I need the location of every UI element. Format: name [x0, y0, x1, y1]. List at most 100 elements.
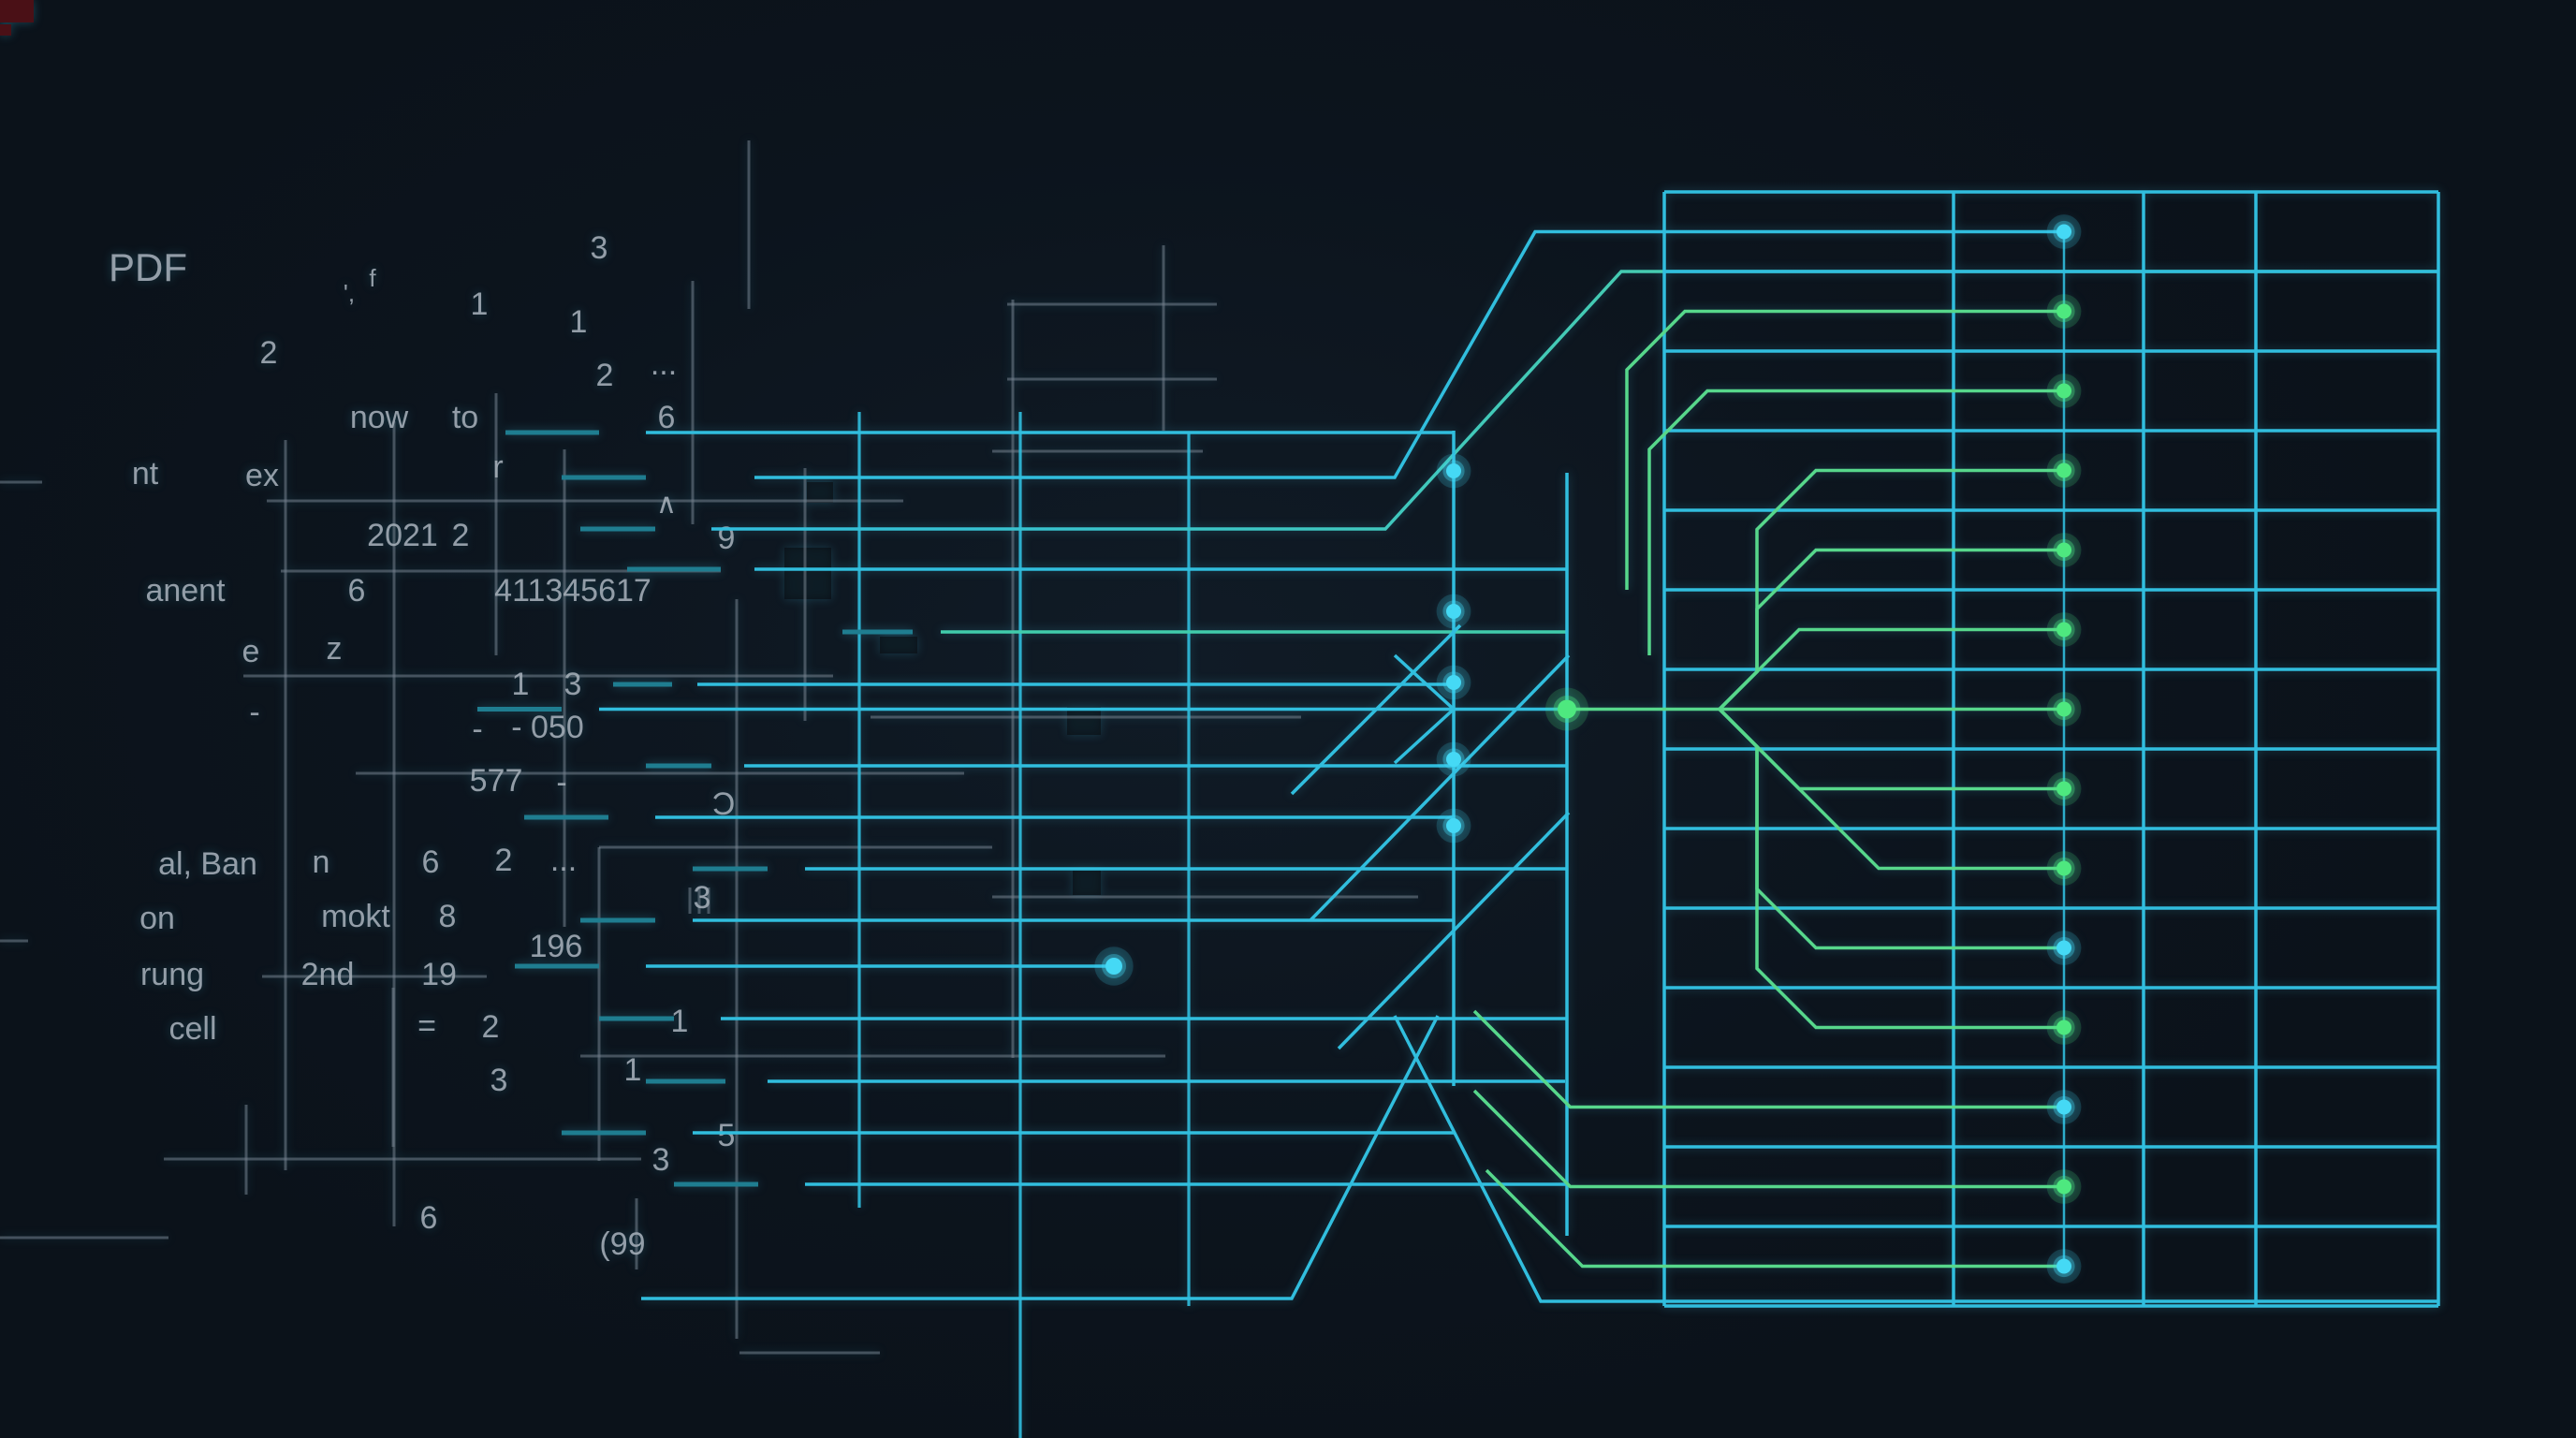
pdf-text-fragment: on [139, 901, 175, 936]
pdf-text-fragment: ∧ [656, 489, 677, 520]
funnel-path [711, 270, 2438, 531]
grid-anchor-dot [2056, 542, 2071, 558]
pdf-text-fragment: 5 [718, 1118, 736, 1153]
ink-smudge [784, 548, 831, 599]
glow-dots [1094, 214, 2082, 1284]
pdf-text-fragment: mokt [321, 899, 390, 934]
pdf-text-fragment: = [417, 1008, 436, 1044]
pdf-text-fragment: (99 [599, 1226, 645, 1262]
pdf-text-fragment: 1 [512, 667, 530, 702]
pdf-text-fragment: 3 [490, 1063, 508, 1098]
source-node-dot [1558, 699, 1576, 719]
pdf-text-fragment: r [492, 449, 503, 485]
pdf-text-fragment: al, Ban [158, 846, 257, 882]
pdf-text-fragment: - 050 [511, 710, 584, 745]
pdf-text-fragment: ... [550, 843, 577, 878]
row-feed-line [1718, 708, 2064, 1030]
fan-feed-lines [754, 229, 2064, 1269]
pdf-text-fragment: 3 [652, 1142, 670, 1178]
table-grid [1662, 190, 2440, 1308]
pdf-text-fragment: e [242, 634, 260, 669]
funnel-path [1393, 653, 1456, 711]
pdf-text-fragment: 3 [591, 230, 608, 266]
pdf-text-fragment: now [350, 400, 409, 435]
grid-anchor-dot [2056, 1020, 2071, 1035]
pdf-text-fragment: 3 [564, 667, 582, 702]
funnel-path [1309, 653, 1571, 922]
funnel-path [1337, 811, 1571, 1050]
pdf-text-fragment: 2 [482, 1009, 500, 1045]
ink-smudge [880, 637, 917, 653]
pdf-text-fragment: cell [168, 1011, 216, 1047]
collector-dot [1446, 675, 1461, 690]
collector-dot [1446, 752, 1461, 767]
pdf-text-fragment: 2021 [367, 518, 438, 553]
pdf-text-fragment: - [249, 695, 259, 730]
grid-anchor-dot [2056, 781, 2071, 797]
pdf-text-fragment: 196 [530, 929, 583, 964]
pdf-text-fragment: 6 [420, 1200, 438, 1236]
funnel-path [1393, 708, 1456, 765]
pdf-text-fragment: z [327, 631, 343, 667]
scan-line-bundle [477, 412, 1567, 1438]
collector-dot [1446, 604, 1461, 619]
row-feed-line [1625, 309, 2064, 590]
pdf-text-fragment: to [452, 400, 478, 435]
row-feed-line [1718, 627, 2064, 711]
pdf-text-fragment: 1 [570, 304, 588, 340]
pdf-text-fragment: 411345617 [494, 573, 651, 609]
pdf-text-fragment: f [369, 264, 376, 292]
pdf-text-fragment: 9 [718, 521, 736, 556]
pdf-text-fragment: 2 [495, 843, 513, 878]
grid-anchor-dot [2056, 303, 2071, 319]
pdf-text-fragment: nt [132, 456, 159, 492]
pdf-text-fragment: rung [140, 957, 204, 992]
grid-anchor-dot [2056, 1179, 2071, 1195]
row-feed-line [1718, 708, 2064, 871]
ink-smudge [807, 482, 833, 503]
pdf-text-fragment: 6 [422, 844, 440, 880]
pdf-text-fragment: 2nd [301, 957, 355, 992]
row-feed-line [1472, 1009, 2064, 1109]
pdf-text-fragment: 8 [439, 899, 457, 934]
pdf-text-fragment: 2 [260, 335, 278, 371]
red-corner-mark [0, 24, 11, 36]
grid-anchor-dot [2056, 383, 2071, 399]
grid-anchor-dot [2056, 860, 2071, 876]
ink-smudge [1067, 707, 1101, 735]
pdf-text-fragment: ... [651, 346, 677, 382]
pdf-text-fragment: 2 [596, 358, 614, 393]
pdf-text-fragment: - [472, 712, 482, 747]
grid-anchor-dot [2056, 1258, 2071, 1274]
row-feed-line [1647, 389, 2064, 655]
pdf-text-fragment: 6 [658, 400, 676, 435]
funnel-path [1290, 624, 1462, 796]
pdf-text-fragment: - [556, 765, 566, 800]
red-corner-mark [0, 0, 34, 22]
pdf-text-fragment: ex [245, 458, 279, 493]
pdf-text-fragment: PDF [109, 245, 187, 289]
pdf-text-fragment: 6 [348, 573, 366, 609]
funnel-path [1393, 1015, 2438, 1303]
collector-dot [1446, 463, 1461, 478]
pdf-text-fragment: 1 [671, 1004, 689, 1039]
pdf-text-fragment: ', [344, 279, 355, 307]
pdf-text-fragment: 3 [694, 880, 711, 916]
grid-anchor-dot [2056, 1099, 2071, 1115]
row-feed-line [1472, 1089, 2064, 1189]
pdf-text-fragment: 1 [471, 286, 489, 322]
collector-dot [1446, 818, 1461, 833]
pdf-text-fragment: 19 [421, 957, 457, 992]
row-feed-line [1485, 1168, 2064, 1269]
corner-artifact [0, 0, 34, 36]
funnel-path [641, 1015, 1440, 1300]
pdf-text-fragment: 577 [470, 763, 523, 799]
pdf-text-fragment: 2 [452, 518, 470, 553]
ink-smudge [1073, 871, 1101, 895]
row-feed-line [754, 229, 2064, 479]
pdf-text-fragment: n [313, 844, 330, 880]
pdf-text-fragment: anent [145, 573, 226, 609]
